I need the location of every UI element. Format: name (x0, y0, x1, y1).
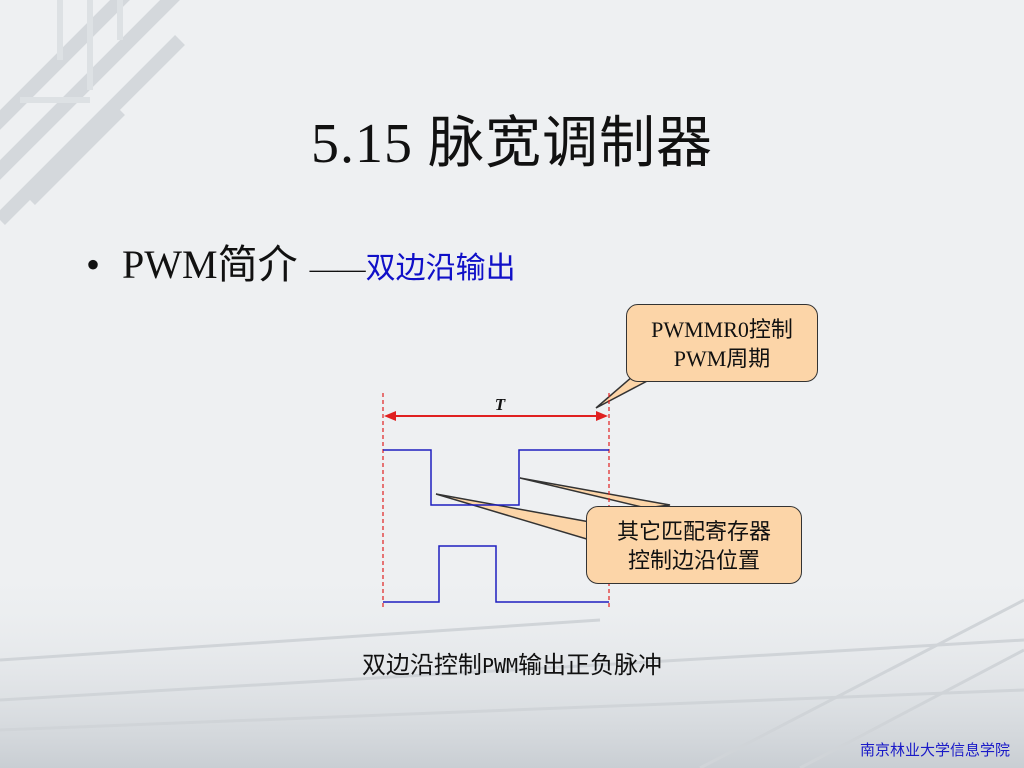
callout-other-line1: 其它匹配寄存器 (616, 519, 771, 544)
callout-other-match-registers: 其它匹配寄存器 控制边沿位置 (586, 506, 802, 584)
callout-pwmmr0: PWMMR0控制 PWM周期 (626, 304, 818, 382)
caption-part3: 输出正负脉冲 (518, 653, 663, 679)
period-arrow-right-head (596, 411, 608, 421)
callout-bottom-pointer-2 (519, 477, 671, 509)
callout-other-line2: 控制边沿位置 (627, 548, 760, 573)
bullet-item: • PWM简介 ——双边沿输出 (86, 232, 516, 290)
callout-pwmmr0-line1: PWMMR0控制 (651, 317, 793, 342)
lower-waveform (383, 545, 609, 603)
period-arrow-left-head (384, 411, 396, 421)
upper-waveform (383, 449, 609, 506)
caption-part2: PWM (481, 654, 519, 678)
callout-pwmmr0-line2: PWM周期 (673, 346, 771, 371)
bullet-subtitle: 双边沿输出 (365, 252, 516, 285)
bullet-dash: —— (309, 254, 366, 285)
slide-title: 5.15 脉宽调制器 (311, 113, 713, 175)
bullet-symbol: • (86, 242, 101, 287)
callout-bottom-pointer (435, 493, 591, 542)
diagram-caption: 双边沿控制PWM输出正负脉冲 (0, 645, 1024, 680)
caption-part1: 双边沿控制 (361, 653, 482, 679)
bullet-main-text: PWM简介 (122, 242, 298, 287)
period-label: T (495, 395, 506, 414)
footer-institution: 南京林业大学信息学院 (859, 741, 1010, 759)
